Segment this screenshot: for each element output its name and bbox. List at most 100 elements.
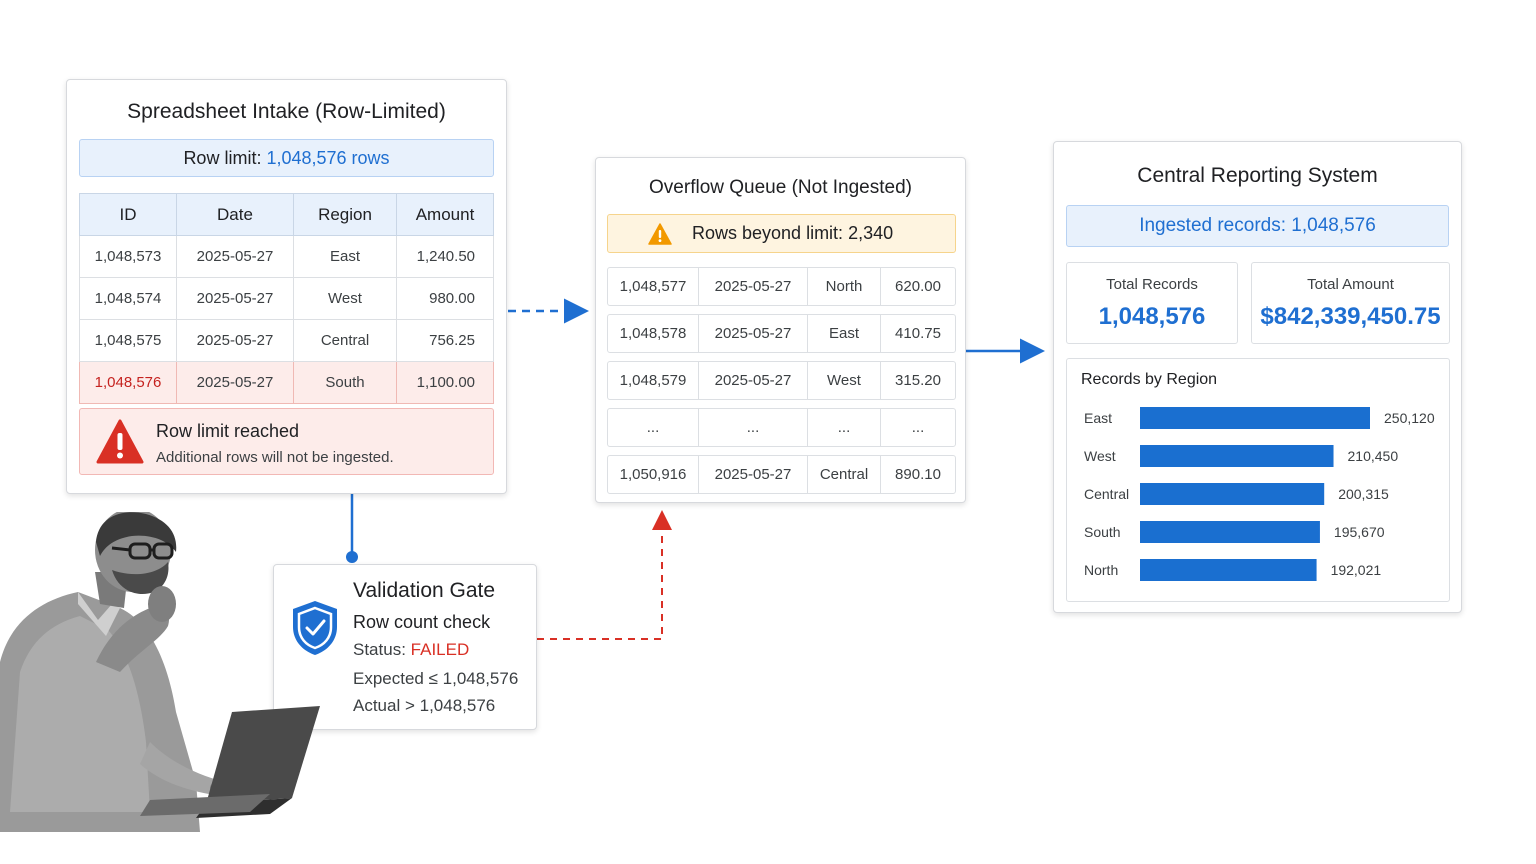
cell-id: 1,048,575	[79, 319, 177, 362]
cell-region: East	[808, 315, 881, 352]
gate-title: Validation Gate	[353, 579, 496, 602]
cell-id: 1,048,577	[608, 268, 699, 305]
total-records-value: 1,048,576	[1098, 303, 1206, 330]
table-row: 1,048,574 2025-05-27 West 980.00	[79, 277, 494, 320]
cell-amount: 410.75	[895, 325, 941, 342]
total-amount-value: $842,339,450.75	[1260, 303, 1441, 330]
gate-connector-dot	[346, 551, 358, 563]
cell-region: West	[293, 277, 397, 320]
gate-status: Status: FAILED	[353, 640, 469, 660]
gate-expected: Expected ≤ 1,048,576	[353, 669, 519, 688]
person-with-laptop-illustration	[0, 512, 320, 832]
cell-region: Central	[808, 456, 881, 493]
queue-row: 1,048,579 2025-05-27 West 315.20	[607, 361, 956, 400]
cell-region: South	[293, 361, 397, 404]
column-header-date: Date	[176, 193, 294, 236]
bar-value-label: 250,120	[1384, 410, 1435, 426]
cell-id: 1,048,573	[79, 235, 177, 278]
central-title: Central Reporting System	[1137, 164, 1378, 187]
row-limit-value: 1,048,576 rows	[266, 148, 390, 168]
column-header-id: ID	[79, 193, 177, 236]
total-amount-label: Total Amount	[1307, 276, 1394, 293]
alert-text: Additional rows will not be ingested.	[156, 449, 394, 466]
cell-ellipsis: ...	[608, 409, 699, 446]
total-records-card: Total Records 1,048,576	[1066, 262, 1238, 344]
cell-date: 2025-05-27	[176, 277, 294, 320]
warning-triangle-icon	[648, 223, 672, 245]
gate-status-value: FAILED	[410, 640, 470, 659]
gate-status-label: Status:	[353, 640, 406, 659]
queue-row: 1,048,578 2025-05-27 East 410.75	[607, 314, 956, 353]
cell-ellipsis: ...	[699, 409, 808, 446]
row-limit-label: Row limit:	[183, 148, 262, 168]
intake-title: Spreadsheet Intake (Row-Limited)	[127, 100, 446, 123]
cell-date: 2025-05-27	[176, 235, 294, 278]
warning-triangle-icon	[96, 419, 144, 464]
column-header-amount: Amount	[396, 193, 494, 236]
gate-to-overflow-arrow	[537, 510, 672, 640]
table-row: 1,048,573 2025-05-27 East 1,240.50	[79, 235, 494, 278]
cell-region: East	[293, 235, 397, 278]
cell-region: West	[808, 362, 881, 399]
region-bar	[1140, 483, 1325, 505]
bar-category-label: West	[1084, 448, 1116, 464]
table-row: 1,048,575 2025-05-27 Central 756.25	[79, 319, 494, 362]
central-reporting-panel: Central Reporting System Ingested record…	[1053, 141, 1462, 613]
rows-beyond-limit-text: Rows beyond limit: 2,340	[692, 215, 893, 252]
chart-title: Records by Region	[1081, 371, 1218, 388]
cell-date: 2025-05-27	[699, 315, 808, 352]
spreadsheet-intake-panel: Spreadsheet Intake (Row-Limited) Row lim…	[66, 79, 507, 494]
cell-id: 1,050,916	[608, 456, 699, 493]
overflow-queue-panel: Overflow Queue (Not Ingested) Rows beyon…	[595, 157, 966, 503]
region-bar	[1140, 445, 1334, 467]
region-bar	[1140, 559, 1317, 581]
gate-actual: Actual > 1,048,576	[353, 696, 496, 715]
bar-value-label: 210,450	[1348, 448, 1399, 464]
intake-table: ID Date Region Amount 1,048,573 2025-05-…	[79, 193, 494, 404]
cell-amount: 890.10	[895, 466, 941, 483]
total-records-label: Total Records	[1106, 276, 1198, 293]
queue-row: 1,050,916 2025-05-27 Central 890.10	[607, 455, 956, 494]
rows-beyond-limit-label: Rows beyond limit:	[692, 223, 844, 243]
limit-table-row: 1,048,576 2025-05-27 South 1,100.00	[79, 361, 494, 404]
row-limit-banner: Row limit: 1,048,576 rows	[79, 139, 494, 177]
ingested-records-value: 1,048,576	[1291, 215, 1376, 236]
cell-date: 2025-05-27	[176, 361, 294, 404]
cell-id: 1,048,576	[79, 361, 177, 404]
bar-category-label: North	[1084, 562, 1118, 578]
bar-category-label: South	[1084, 524, 1121, 540]
cell-region: Central	[293, 319, 397, 362]
cell-amount: 756.25	[396, 319, 494, 362]
bar-category-label: Central	[1084, 486, 1129, 502]
table-header-row: ID Date Region Amount	[79, 193, 494, 236]
column-header-region: Region	[293, 193, 397, 236]
cell-amount: 620.00	[895, 278, 941, 295]
queue-ellipsis-row: ... ... ... ...	[607, 408, 956, 447]
cell-amount: 980.00	[396, 277, 494, 320]
cell-ellipsis: ...	[808, 409, 881, 446]
cell-date: 2025-05-27	[176, 319, 294, 362]
cell-id: 1,048,574	[79, 277, 177, 320]
bar-category-label: East	[1084, 410, 1112, 426]
overflow-title: Overflow Queue (Not Ingested)	[649, 177, 912, 198]
cell-date: 2025-05-27	[699, 268, 808, 305]
rows-beyond-limit-banner: Rows beyond limit: 2,340	[607, 214, 956, 253]
rows-beyond-limit-value: 2,340	[848, 223, 894, 243]
ingested-records-banner: Ingested records: 1,048,576	[1066, 205, 1449, 247]
cell-ellipsis: ...	[911, 419, 925, 436]
bar-value-label: 192,021	[1331, 562, 1382, 578]
cell-id: 1,048,579	[608, 362, 699, 399]
cell-date: 2025-05-27	[699, 456, 808, 493]
total-amount-card: Total Amount $842,339,450.75	[1251, 262, 1450, 344]
shield-check-icon	[293, 601, 337, 655]
cell-date: 2025-05-27	[699, 362, 808, 399]
cell-amount: 1,100.00	[396, 361, 494, 404]
cell-amount: 1,240.50	[396, 235, 494, 278]
cell-region: North	[808, 268, 881, 305]
alert-title: Row limit reached	[156, 421, 300, 441]
gate-subtitle: Row count check	[353, 612, 491, 632]
bar-value-label: 195,670	[1334, 524, 1385, 540]
row-limit-alert: Row limit reached Additional rows will n…	[79, 408, 494, 475]
